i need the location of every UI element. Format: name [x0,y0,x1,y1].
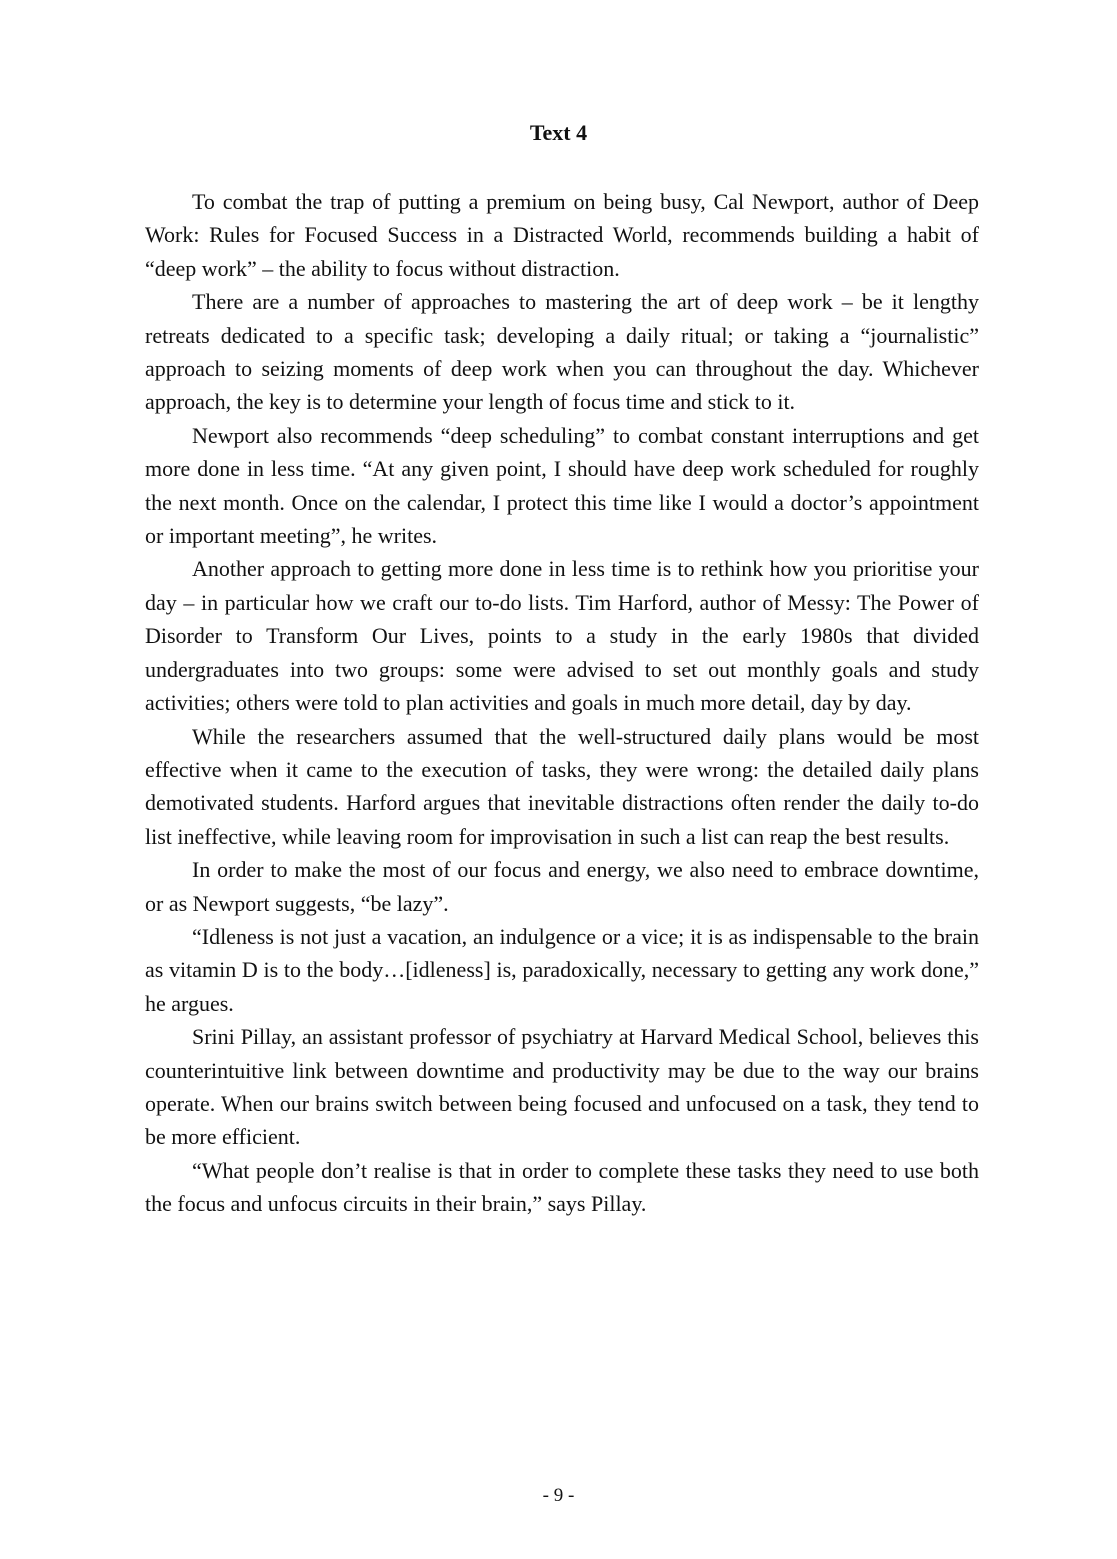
paragraph-7: “Idleness is not just a vacation, an ind… [145,923,979,1016]
page-number: - 9 - [542,1485,575,1506]
text-title: Text 4 [529,120,588,145]
paragraph-6: In order to make the most of our focus a… [145,857,979,916]
paragraph-4: Another approach to getting more done in… [145,556,979,716]
passage-body: To combat the trap of putting a premium … [145,185,979,1221]
paragraph-1: To combat the trap of putting a premium … [145,189,979,281]
paragraph-3: Newport also recommends “deep scheduling… [145,422,979,549]
paragraph-9: “What people don’t realise is that in or… [145,1157,979,1217]
paragraph-2: There are a number of approaches to mast… [145,289,979,415]
paragraph-5: While the researchers assumed that the w… [145,723,979,849]
paragraph-8: Srini Pillay, an assistant professor of … [145,1024,979,1150]
